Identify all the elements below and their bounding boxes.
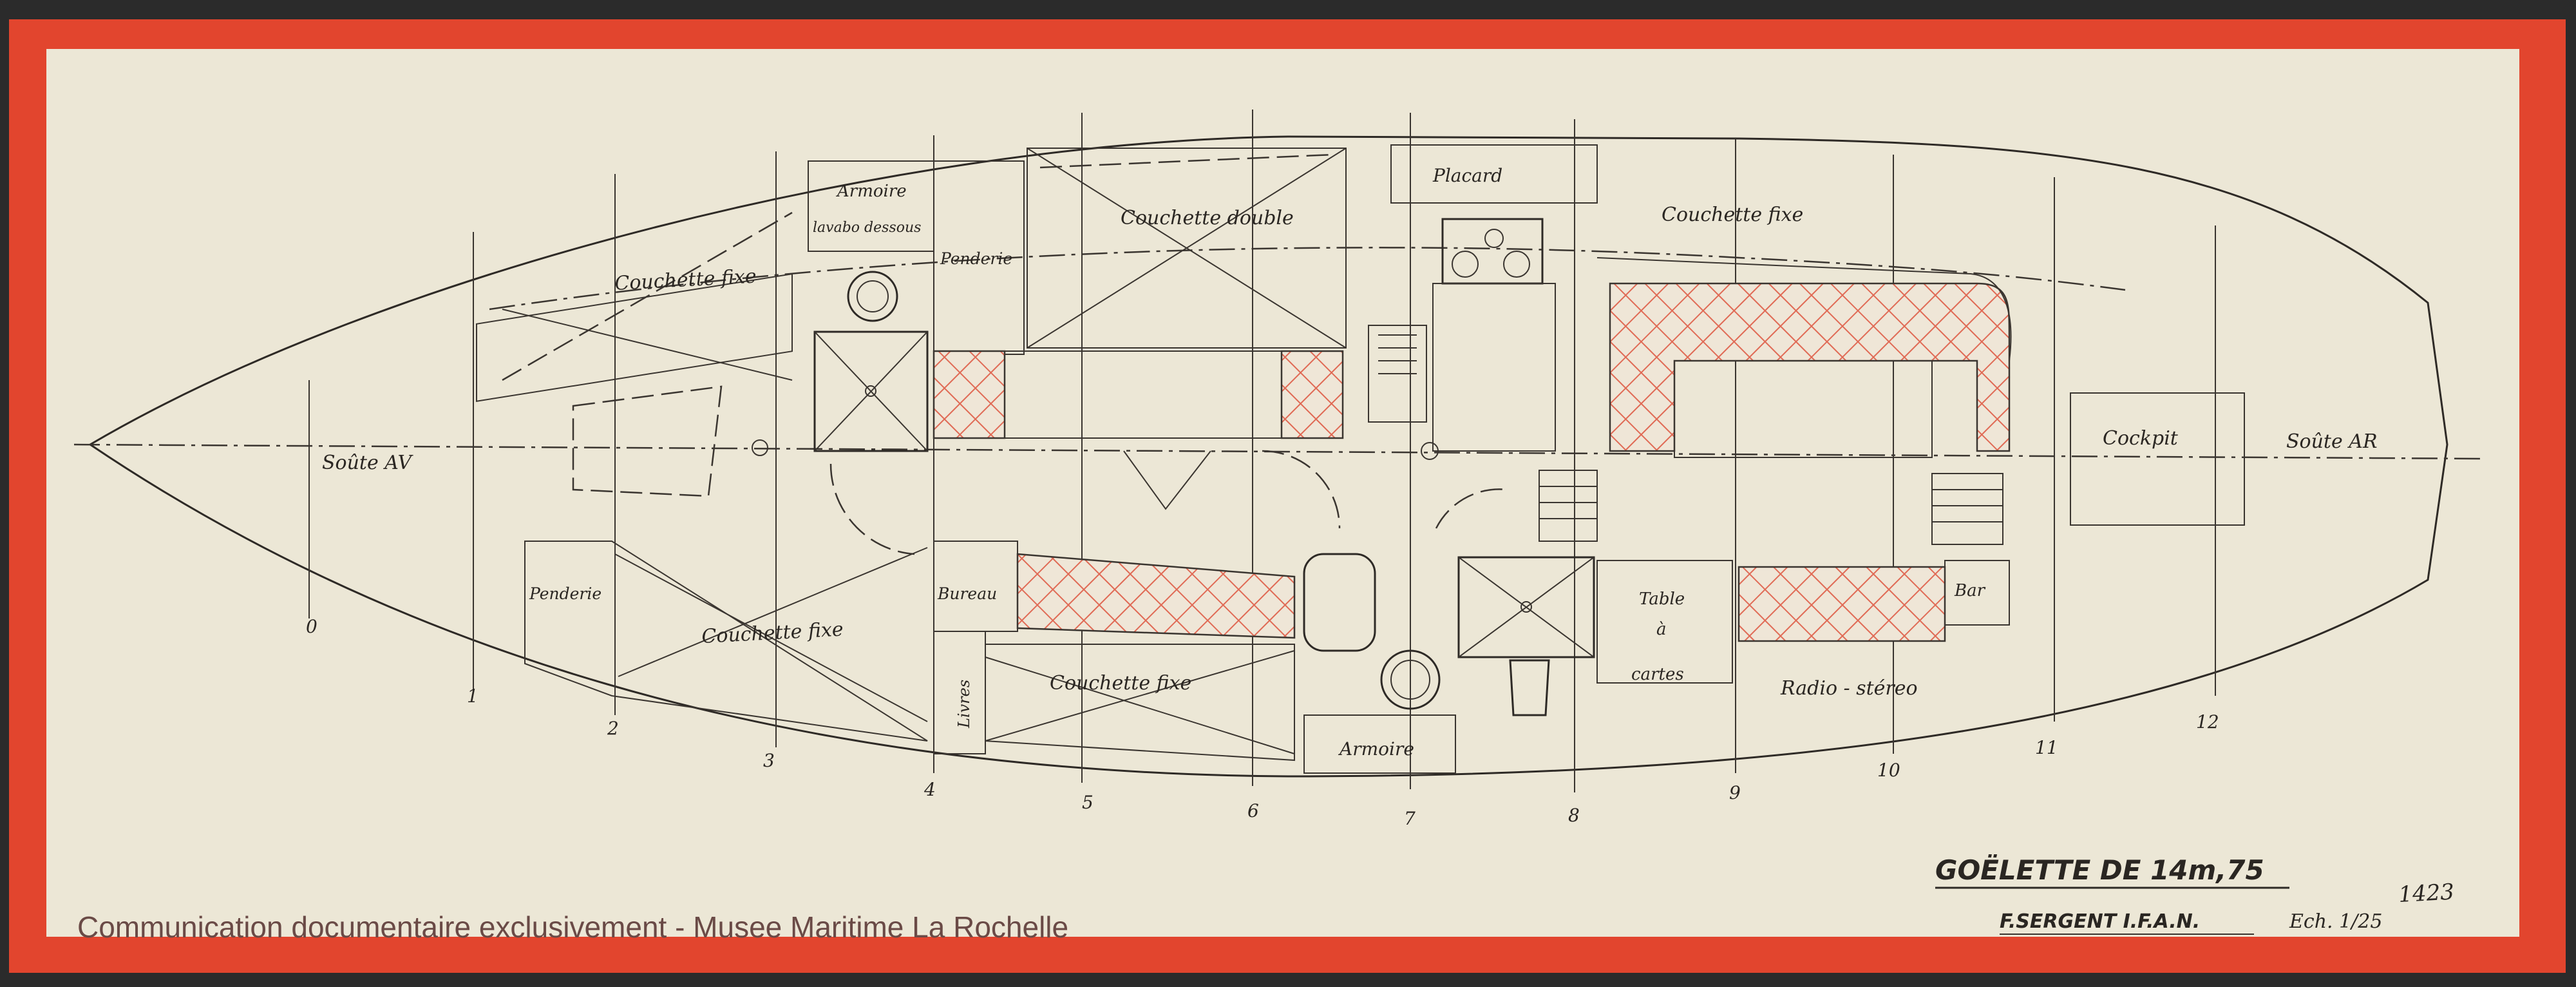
label-soute-av: Soûte AV xyxy=(322,452,413,474)
station-number: 4 xyxy=(923,779,936,800)
station-number: 3 xyxy=(763,750,775,771)
sink xyxy=(1368,325,1427,423)
label-placard: Placard xyxy=(1432,165,1502,186)
label-bar: Bar xyxy=(1954,581,1986,600)
couchette-fwd-top xyxy=(476,273,793,402)
label-armoire-bottom: Armoire xyxy=(1338,738,1414,760)
sheet-number: 1423 xyxy=(2398,879,2455,908)
label-couchette-double: Couchette double xyxy=(1121,207,1294,229)
fwd-hatch xyxy=(572,385,723,497)
watermark-text: Communication documentaire exclusivement… xyxy=(77,910,1068,944)
station-number: 2 xyxy=(607,718,619,739)
shower-fwd xyxy=(813,331,929,452)
station-number: 11 xyxy=(2035,737,2058,758)
drawing-title: GOËLETTE DE 14m,75 xyxy=(1935,854,2264,886)
settee-hatch-aft-bottom xyxy=(1738,566,1946,642)
companionway-steps xyxy=(1539,470,1598,542)
settee-hatch-fwd-right xyxy=(1280,350,1344,439)
station-number: 7 xyxy=(1404,808,1416,829)
placard xyxy=(1390,144,1598,204)
label-couchette-mid-bottom: Couchette fixe xyxy=(1050,672,1191,695)
wash-basin xyxy=(1303,553,1376,652)
paper xyxy=(46,49,2519,937)
companionway-aft xyxy=(1931,473,2003,545)
drawing-scale: Ech. 1/25 xyxy=(2289,910,2382,933)
station-number: 10 xyxy=(1877,760,1900,781)
station-number: 8 xyxy=(1568,805,1580,826)
label-penderie-top: Penderie xyxy=(940,249,1012,268)
label-soute-ar: Soûte AR xyxy=(2286,430,2378,453)
couchette-double xyxy=(1027,148,1347,349)
couchette-mid-bottom xyxy=(985,644,1295,762)
label-table-line1: Table xyxy=(1639,589,1685,609)
label-penderie-bottom: Penderie xyxy=(529,584,601,603)
wc xyxy=(1509,659,1550,716)
saloon-table xyxy=(1674,360,1933,458)
armoire-bottom xyxy=(1303,714,1456,774)
label-table-line2: à xyxy=(1656,620,1667,639)
couchette-fwd-bottom xyxy=(524,541,928,742)
station-number: 9 xyxy=(1729,782,1741,803)
label-couchette-aft-top: Couchette fixe xyxy=(1662,204,1803,226)
bar xyxy=(1944,560,2010,626)
galley-counter xyxy=(1432,283,1556,452)
centerline xyxy=(73,443,2486,460)
station-number: 6 xyxy=(1247,800,1259,821)
label-bureau: Bureau xyxy=(937,584,997,603)
table-a-cartes xyxy=(1596,560,1733,684)
label-livres: Livres xyxy=(955,680,973,729)
settee-hatch-fwd-left xyxy=(933,350,1006,439)
label-table-line3: cartes xyxy=(1631,665,1684,684)
settee-hatch-mid-bottom xyxy=(1016,553,1296,639)
station-numbers: 0 1 2 3 4 5 6 7 8 9 10 11 12 xyxy=(306,616,2219,829)
label-cockpit: Cockpit xyxy=(2103,427,2179,450)
station-number: 5 xyxy=(1082,792,1094,813)
label-armoire-line1: Armoire xyxy=(836,182,907,201)
label-radio: Radio - stéreo xyxy=(1780,677,1918,700)
station-lines xyxy=(308,110,2216,792)
station-number: 0 xyxy=(306,616,317,637)
drawing-designer: F.SERGENT I.F.A.N. xyxy=(2000,910,2200,933)
cockpit xyxy=(2070,392,2245,526)
deck-line xyxy=(489,247,2126,311)
shower-aft xyxy=(1457,556,1595,658)
station-number: 1 xyxy=(467,685,478,707)
station-number: 12 xyxy=(2196,711,2219,733)
label-armoire-line2: lavabo dessous xyxy=(813,220,921,236)
